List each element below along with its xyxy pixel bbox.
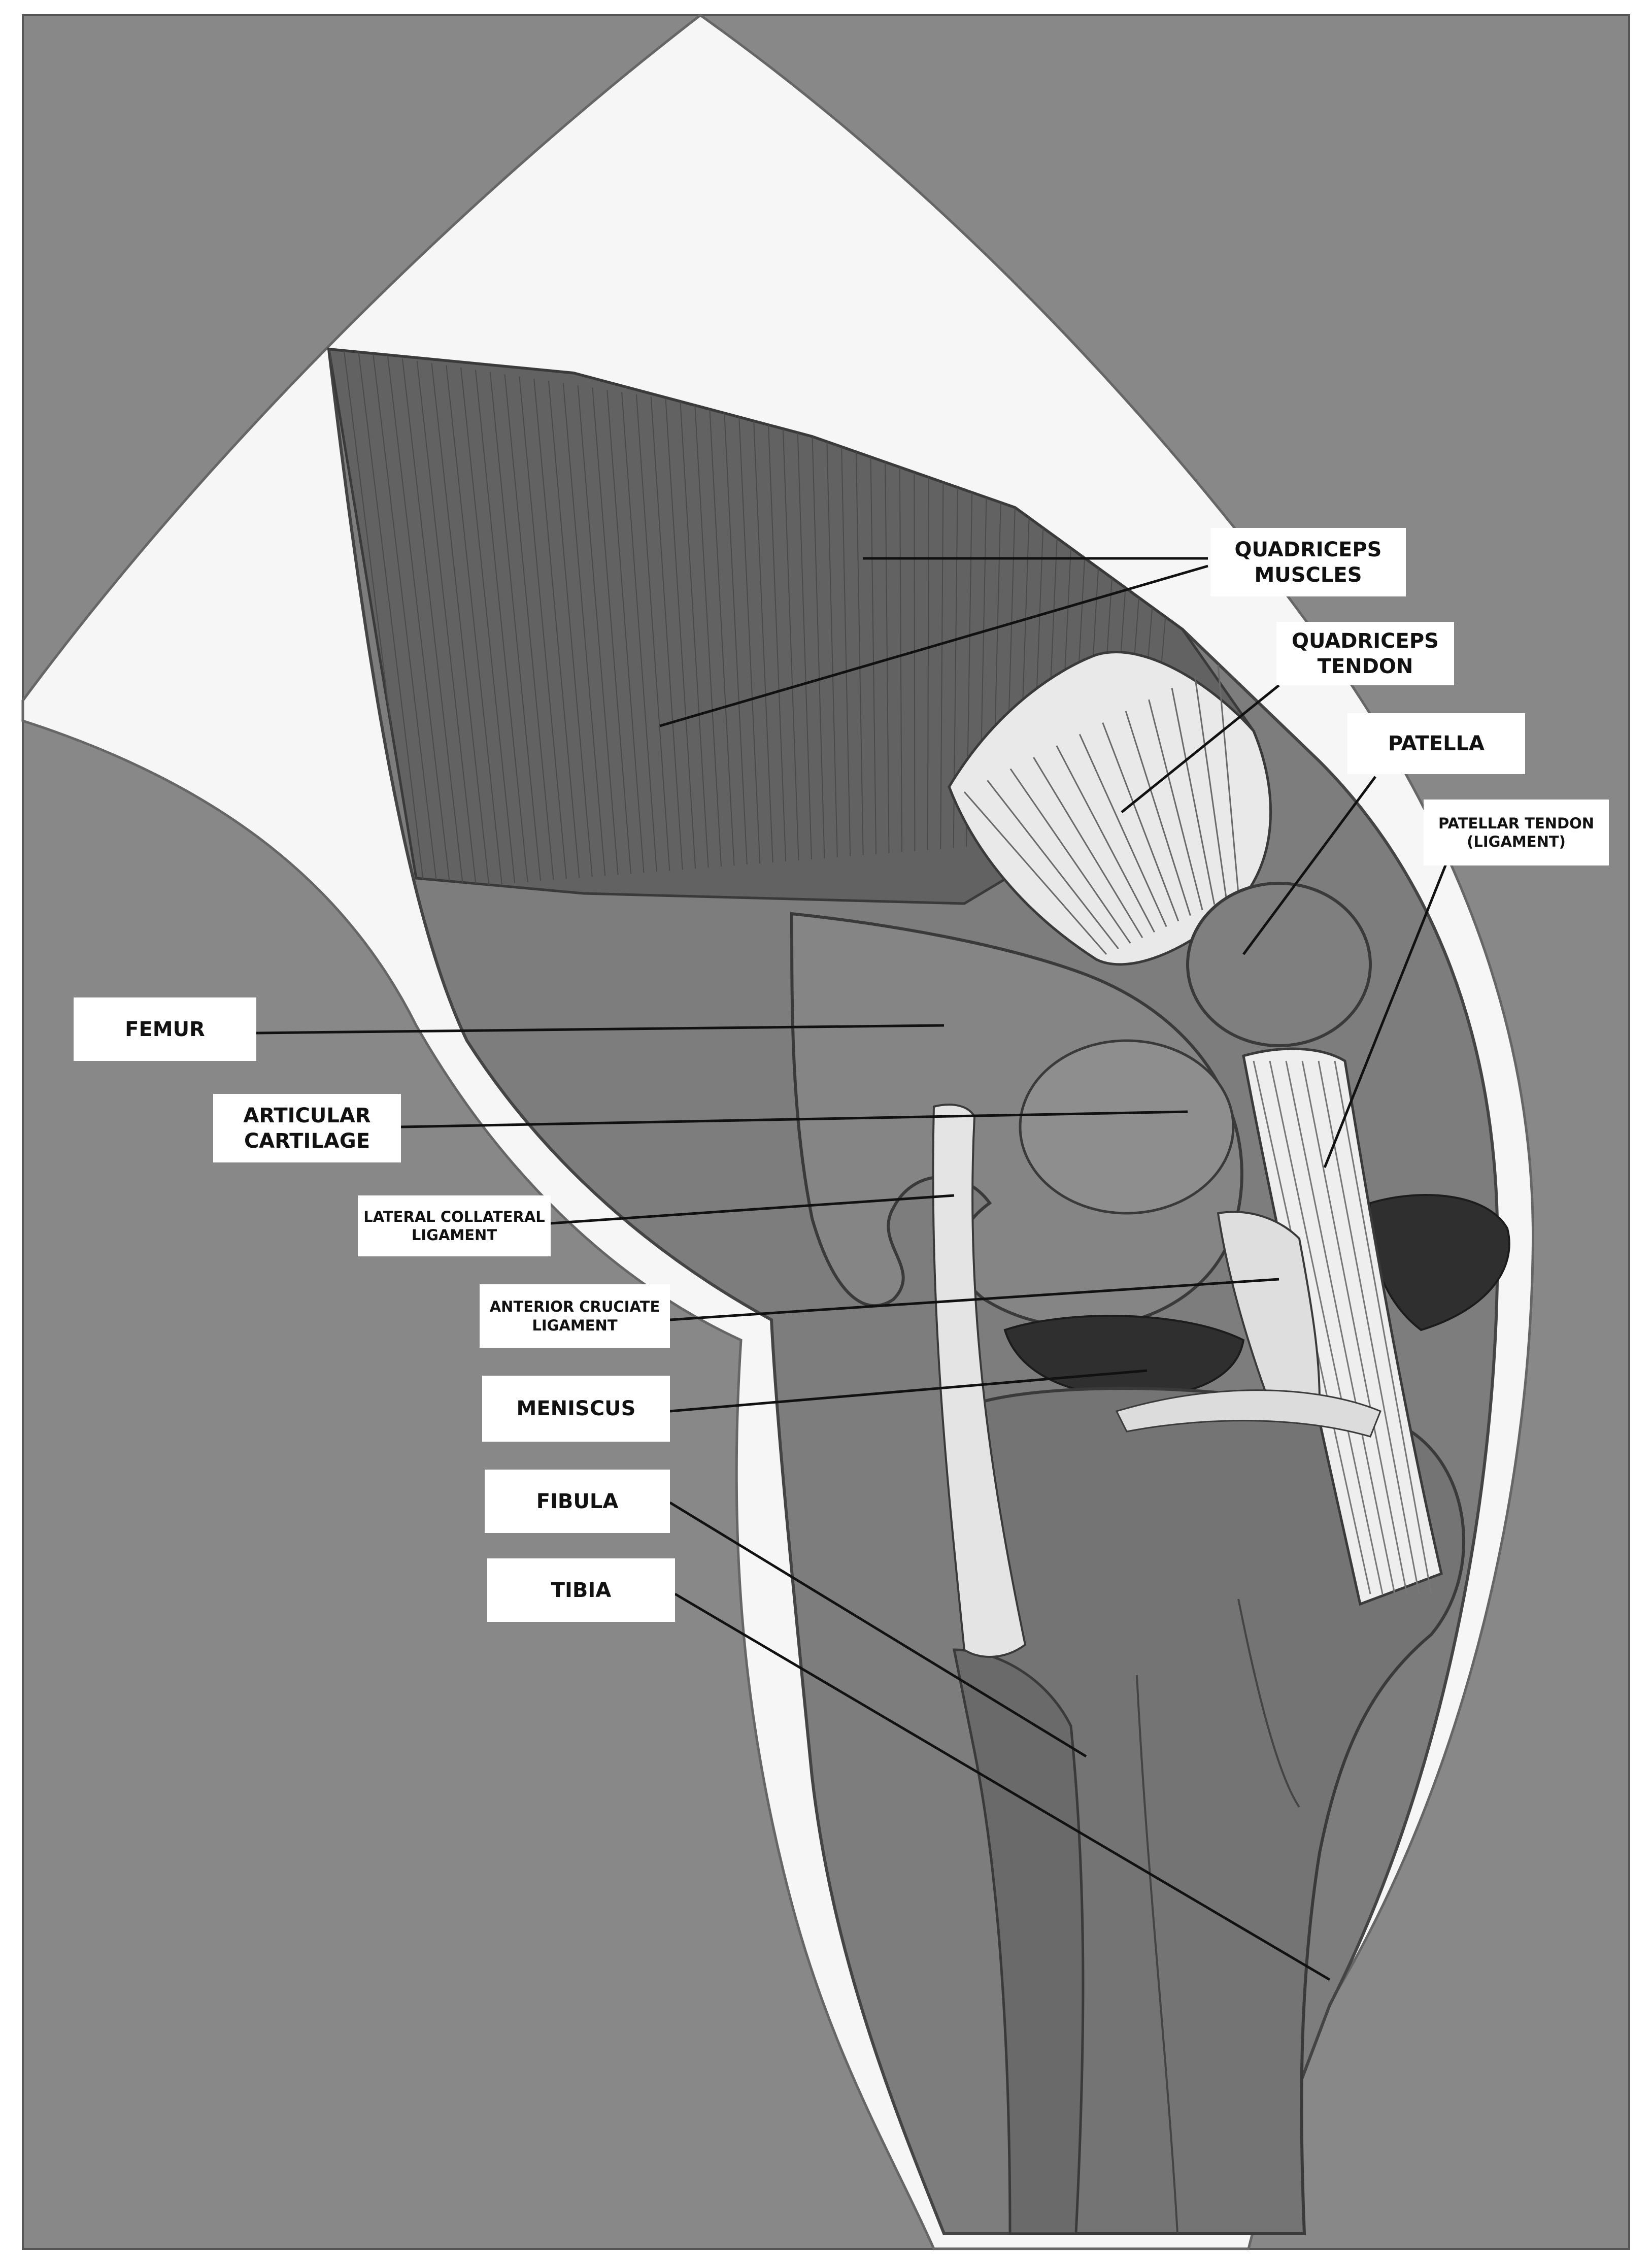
label-articular-cartilage: ARTICULAR CARTILAGE [213, 1094, 401, 1162]
label-fibula-line-1: FIBULA [536, 1489, 619, 1514]
label-lateral-collateral-ligament-line-2: LIGAMENT [412, 1226, 497, 1244]
label-femur-line-1: FEMUR [125, 1017, 205, 1042]
label-lateral-collateral-ligament: LATERAL COLLATERAL LIGAMENT [358, 1195, 551, 1256]
label-anterior-cruciate-ligament-line-2: LIGAMENT [532, 1316, 617, 1335]
label-patellar-tendon-line-2: (LIGAMENT) [1467, 833, 1566, 851]
label-lateral-collateral-ligament-line-1: LATERAL COLLATERAL [363, 1208, 545, 1226]
label-patellar-tendon: PATELLAR TENDON (LIGAMENT) [1424, 800, 1609, 865]
label-patella: PATELLA [1347, 713, 1525, 774]
label-patella-line-1: PATELLA [1388, 731, 1485, 756]
label-anterior-cruciate-ligament-line-1: ANTERIOR CRUCIATE [490, 1297, 660, 1316]
label-quadriceps-muscles: QUADRICEPS MUSCLES [1210, 528, 1406, 596]
articular-cartilage-shape [1020, 1041, 1233, 1213]
label-quadriceps-tendon-line-1: QUADRICEPS [1292, 628, 1439, 654]
label-quadriceps-muscles-line-1: QUADRICEPS [1235, 537, 1382, 562]
label-femur: FEMUR [74, 997, 256, 1061]
label-quadriceps-muscles-line-2: MUSCLES [1254, 562, 1362, 588]
muscle-fiber [914, 437, 915, 851]
label-tibia-line-1: TIBIA [551, 1578, 612, 1603]
label-articular-cartilage-line-2: CARTILAGE [244, 1128, 370, 1154]
label-meniscus-line-1: MENISCUS [517, 1396, 636, 1421]
label-articular-cartilage-line-1: ARTICULAR [243, 1103, 370, 1128]
label-meniscus: MENISCUS [482, 1376, 670, 1442]
label-anterior-cruciate-ligament: ANTERIOR CRUCIATE LIGAMENT [480, 1284, 670, 1348]
label-quadriceps-tendon-line-2: TENDON [1318, 654, 1413, 679]
label-patellar-tendon-line-1: PATELLAR TENDON [1438, 814, 1594, 833]
label-quadriceps-tendon: QUADRICEPS TENDON [1276, 622, 1454, 685]
label-tibia: TIBIA [487, 1558, 675, 1622]
label-fibula: FIBULA [485, 1470, 670, 1533]
